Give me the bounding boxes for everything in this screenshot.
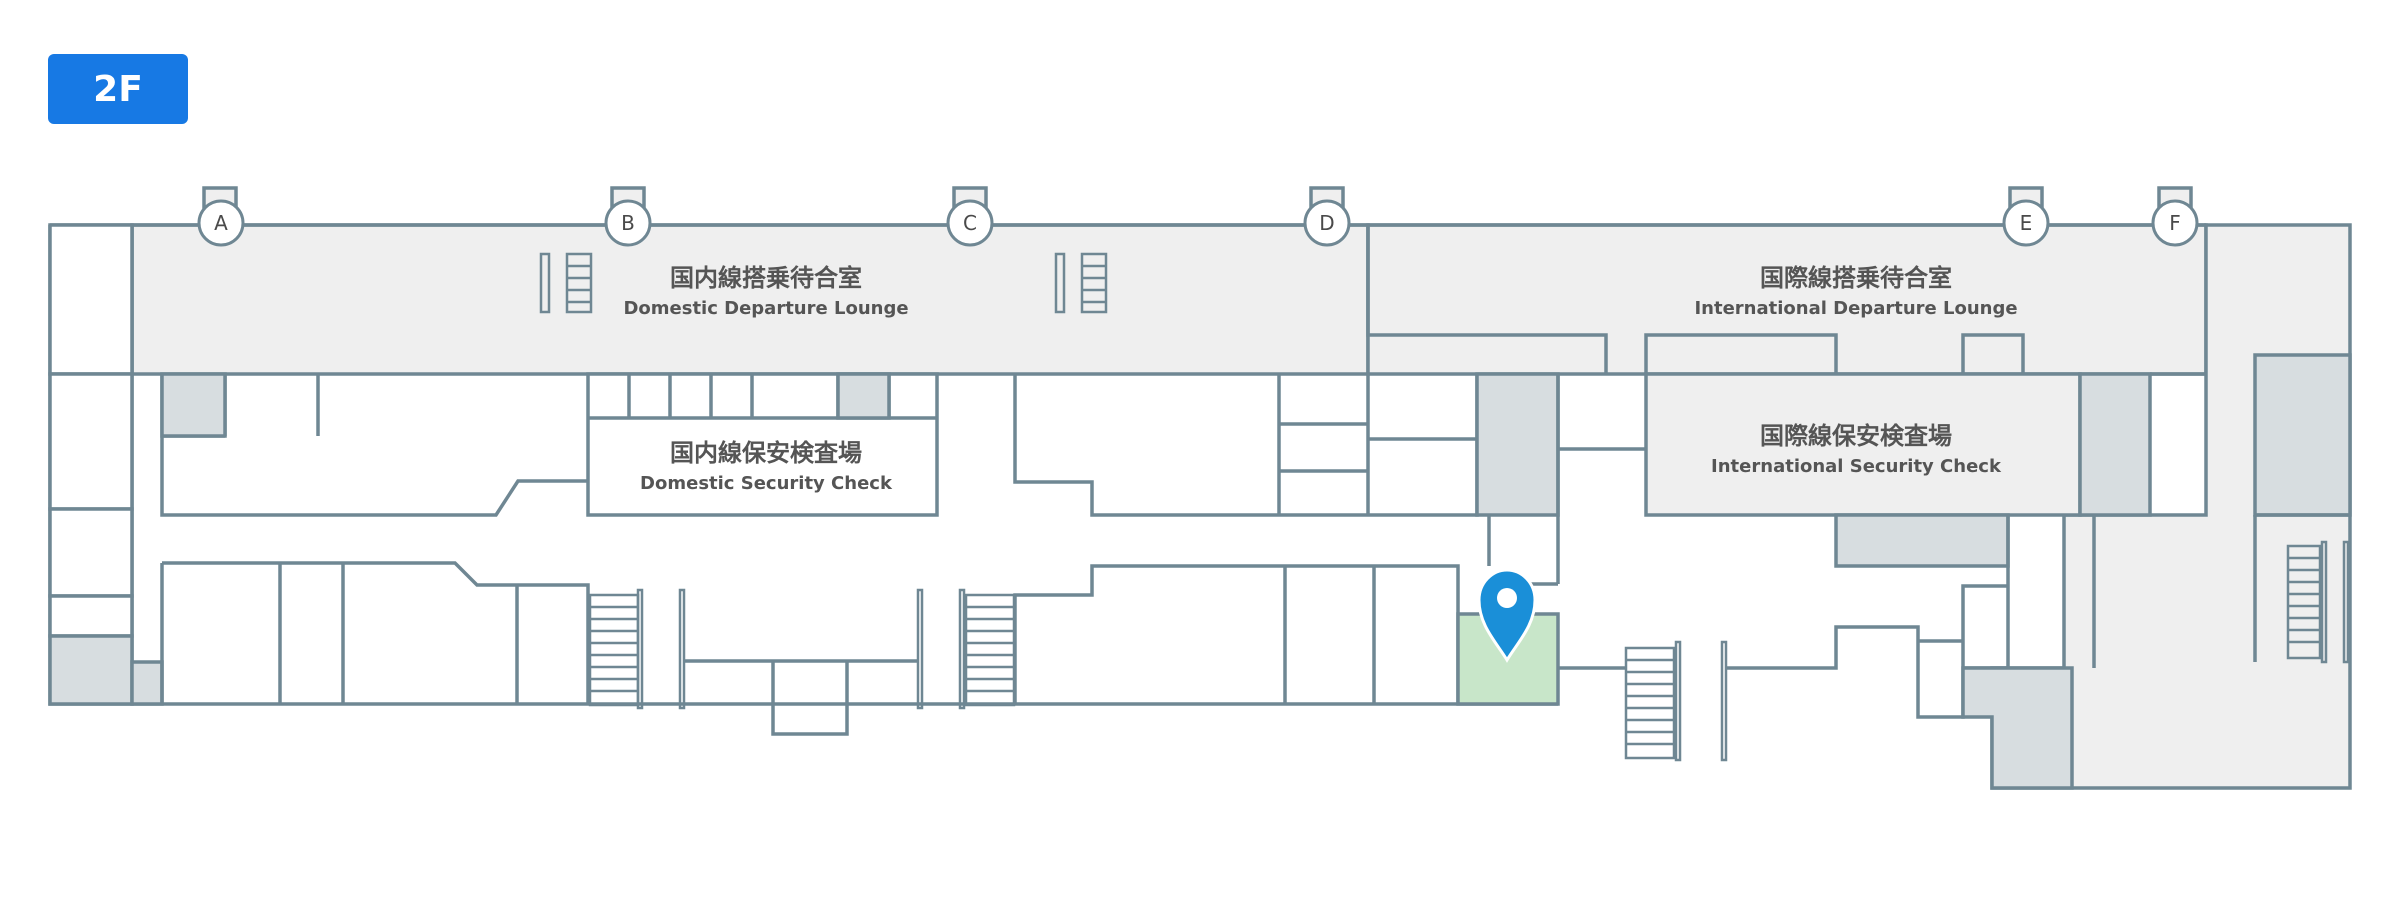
escalator-center xyxy=(916,588,1016,710)
gate-label: C xyxy=(963,211,977,235)
escalator-domestic-lounge-2 xyxy=(1054,252,1108,314)
domestic-security-label-en: Domestic Security Check xyxy=(640,473,893,494)
gate-marker-f[interactable]: F xyxy=(2151,199,2199,247)
gate-marker-e[interactable]: E xyxy=(2002,199,2050,247)
gate-label: B xyxy=(621,211,635,235)
international-security-label-jp: 国際線保安検査場 xyxy=(1760,422,1952,450)
gate-label: E xyxy=(2020,211,2033,235)
gate-label: F xyxy=(2169,211,2181,235)
domestic-lounge-label-jp: 国内線搭乗待合室 xyxy=(670,264,862,292)
gate-marker-b[interactable]: B xyxy=(604,199,652,247)
escalator-west xyxy=(588,588,686,710)
international-security-area[interactable] xyxy=(1644,372,2082,517)
escalator-east xyxy=(1624,640,1728,762)
international-lounge-label-en: International Departure Lounge xyxy=(1694,298,2017,319)
west-rooms xyxy=(48,223,164,706)
service-core xyxy=(1475,372,1560,517)
gate-marker-c[interactable]: C xyxy=(946,199,994,247)
gate-bridges xyxy=(202,186,2193,227)
service-room-south xyxy=(1961,666,2074,790)
service-room-east xyxy=(2078,372,2152,517)
location-pin-icon[interactable] xyxy=(1477,568,1537,663)
gate-label: A xyxy=(214,211,228,235)
baggage-area xyxy=(1834,513,2010,568)
escalator-domestic-lounge-1 xyxy=(539,252,593,314)
gate-marker-d[interactable]: D xyxy=(1303,199,1351,247)
international-security-label-en: International Security Check xyxy=(1711,456,2002,477)
security-lanes xyxy=(588,372,937,420)
service-room-far-east xyxy=(2253,353,2352,517)
gate-label: D xyxy=(1319,211,1334,235)
floor-badge[interactable]: 2F xyxy=(48,54,188,124)
international-lounge-label-jp: 国際線搭乗待合室 xyxy=(1760,264,1952,292)
gate-marker-a[interactable]: A xyxy=(197,199,245,247)
domestic-security-label-jp: 国内線保安検査場 xyxy=(670,439,862,467)
service-room xyxy=(160,372,227,438)
escalator-far-east xyxy=(2286,540,2350,664)
domestic-lounge-label-en: Domestic Departure Lounge xyxy=(623,298,908,319)
